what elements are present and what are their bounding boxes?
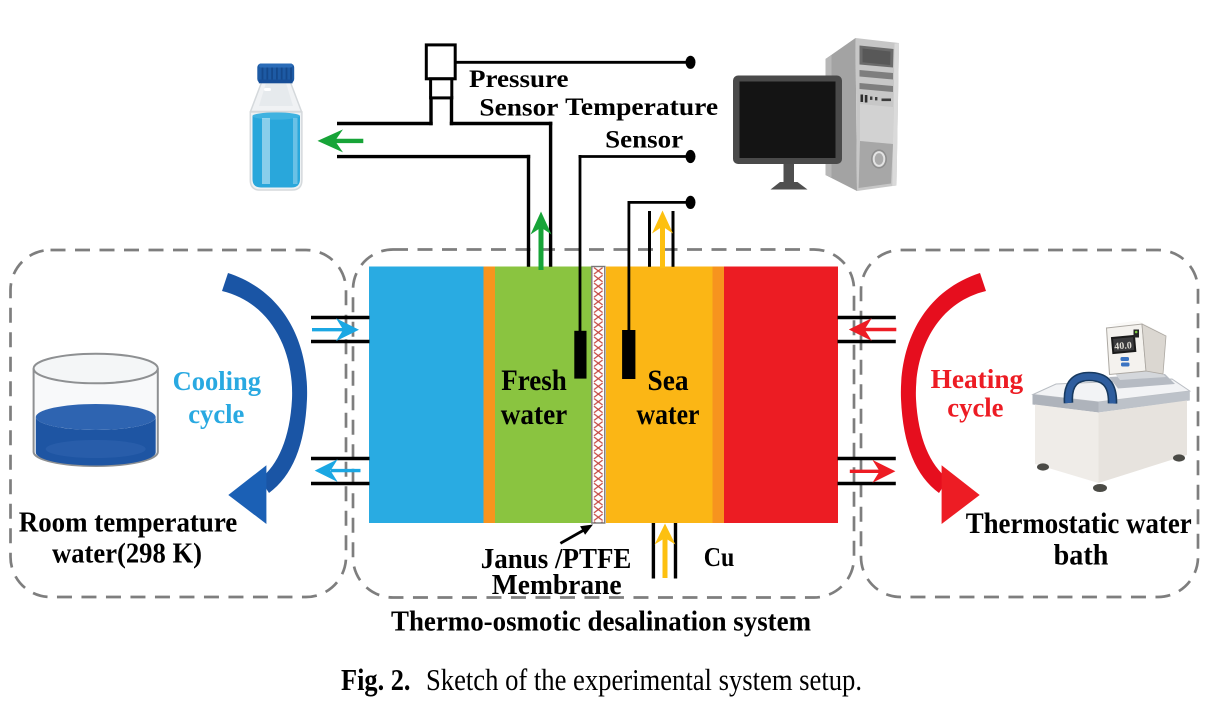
svg-text:Janus /PTFE: Janus /PTFE bbox=[481, 544, 632, 575]
svg-text:cycle: cycle bbox=[947, 393, 1003, 423]
svg-text:water: water bbox=[501, 399, 568, 431]
svg-text:water(298 K): water(298 K) bbox=[52, 539, 202, 570]
svg-text:Cooling: Cooling bbox=[173, 366, 262, 396]
svg-text:Thermostatic water: Thermostatic water bbox=[966, 508, 1192, 540]
svg-text:Cu: Cu bbox=[704, 542, 735, 572]
svg-text:Heating: Heating bbox=[931, 364, 1024, 394]
svg-text:Sensor: Sensor bbox=[605, 127, 683, 154]
svg-text:bath: bath bbox=[1054, 540, 1109, 572]
svg-text:Sensor: Sensor bbox=[479, 95, 558, 122]
svg-text:Room temperature: Room temperature bbox=[19, 507, 238, 538]
svg-text:Sea: Sea bbox=[648, 365, 689, 397]
svg-text:Fresh: Fresh bbox=[501, 365, 567, 397]
svg-text:Temperature: Temperature bbox=[565, 94, 718, 121]
svg-text:Pressure: Pressure bbox=[469, 66, 569, 93]
svg-text:water: water bbox=[637, 399, 700, 431]
svg-text:Fig. 2.: Fig. 2. bbox=[341, 662, 411, 697]
svg-text:cycle: cycle bbox=[188, 399, 244, 429]
svg-text:40.0: 40.0 bbox=[1114, 340, 1132, 352]
svg-text:Thermo-osmotic desalination sy: Thermo-osmotic desalination system bbox=[391, 607, 811, 638]
svg-text:Sketch of the experimental sys: Sketch of the experimental system setup. bbox=[426, 662, 862, 697]
svg-text:Membrane: Membrane bbox=[492, 570, 622, 601]
